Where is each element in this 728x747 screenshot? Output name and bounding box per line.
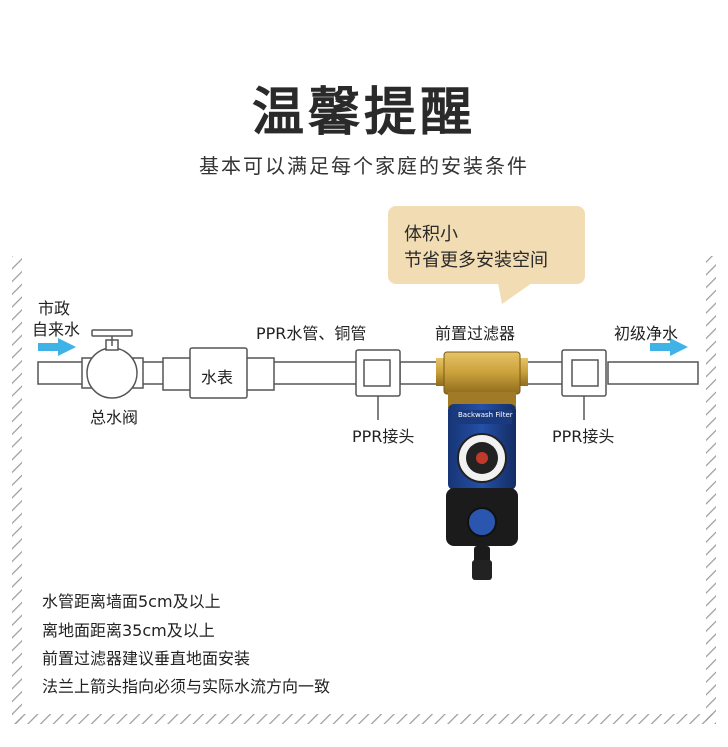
wall-right <box>706 256 716 724</box>
ppr-joint-right <box>561 349 607 420</box>
prefilter-label: 前置过滤器 <box>435 324 516 343</box>
main-valve-label: 总水阀 <box>90 408 139 427</box>
note-item: 法兰上箭头指向必须与实际水流方向一致 <box>42 677 331 696</box>
callout-line-1: 体积小 <box>404 224 458 245</box>
note-item: 前置过滤器建议垂直地面安装 <box>42 649 251 668</box>
inlet-label-line-2: 自来水 <box>32 320 81 339</box>
water-meter <box>162 347 275 399</box>
page-subtitle: 基本可以满足每个家庭的安装条件 <box>199 154 529 178</box>
ppr-joint-left-label: PPR接头 <box>352 427 415 446</box>
main-valve <box>81 329 144 399</box>
floor <box>12 714 716 724</box>
note-item: 离地面距离35cm及以上 <box>42 621 215 640</box>
callout-line-2: 节省更多安装空间 <box>404 250 548 271</box>
inlet-arrow-icon <box>38 338 76 356</box>
ppr-joint-right-label: PPR接头 <box>552 427 615 446</box>
inlet-label-line-1: 市政 <box>38 299 71 318</box>
filter-product-text: Backwash Filter <box>458 411 513 419</box>
note-item: 水管距离墙面5cm及以上 <box>42 592 221 611</box>
callout-bubble <box>388 206 585 304</box>
wall-left <box>12 256 22 724</box>
water-meter-label: 水表 <box>201 368 234 387</box>
ppr-joint-left <box>355 349 401 420</box>
outlet-arrow-icon <box>650 338 688 356</box>
outlet-label: 初级净水 <box>614 324 679 343</box>
prefilter-device <box>436 351 528 580</box>
page-title: 温馨提醒 <box>251 83 476 143</box>
pipe-label: PPR水管、铜管 <box>256 324 367 343</box>
